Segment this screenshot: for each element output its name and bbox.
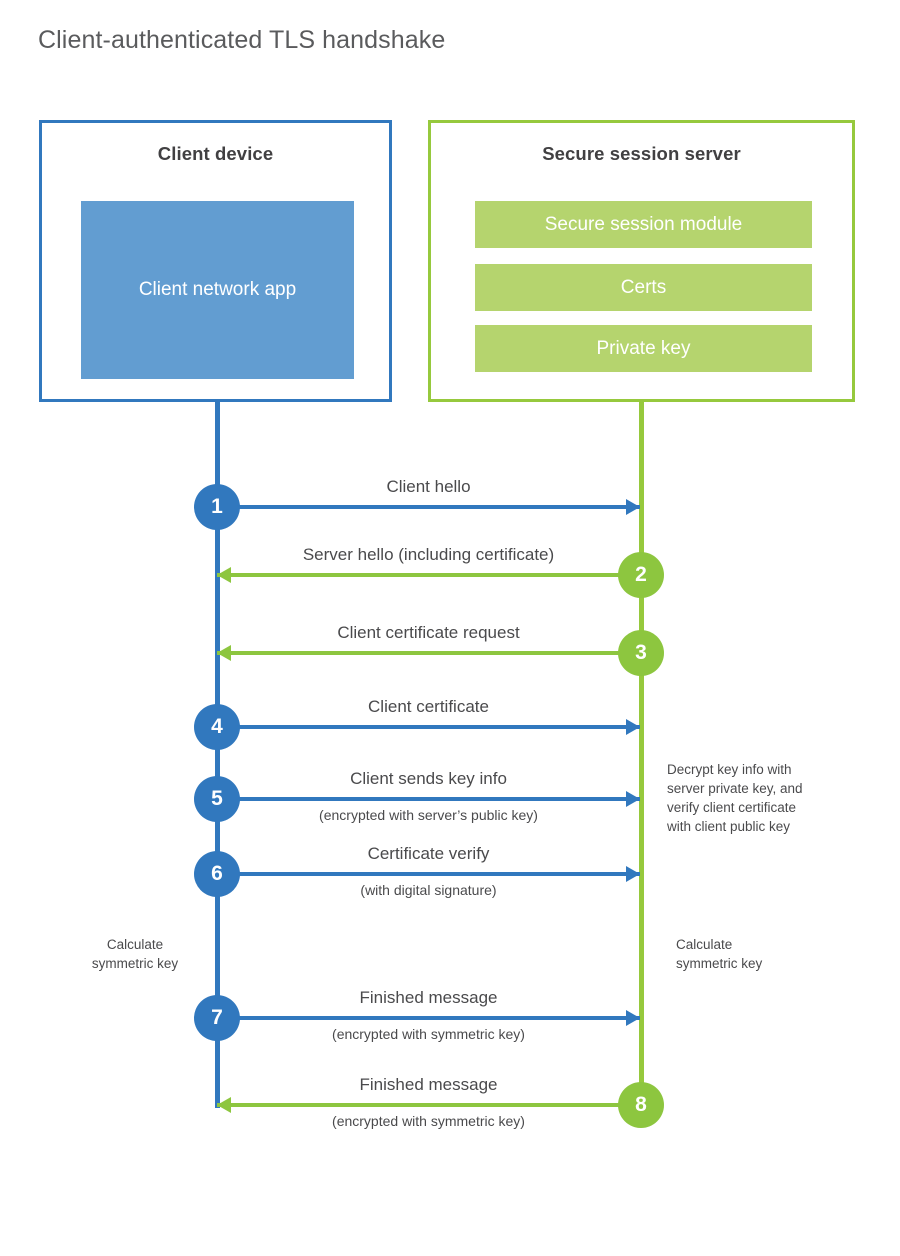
step-badge-5: 5 bbox=[194, 776, 240, 822]
message-label-5: Client sends key info bbox=[350, 769, 507, 788]
arrow-line-3 bbox=[217, 651, 640, 655]
arrow-line-7 bbox=[217, 1016, 640, 1020]
server-component-private-key: Private key bbox=[475, 325, 812, 372]
arrow-line-2 bbox=[217, 573, 640, 577]
step-badge-4: 4 bbox=[194, 704, 240, 750]
message-sublabel-6: (with digital signature) bbox=[360, 882, 497, 898]
message-label-6: Certificate verify bbox=[367, 844, 490, 863]
message-sublabel-5: (encrypted with server’s public key) bbox=[319, 807, 538, 823]
client-device-title: Client device bbox=[157, 143, 274, 164]
client-network-app-block: Client network app bbox=[81, 201, 354, 379]
arrow-head-right-icon-4 bbox=[626, 719, 640, 735]
client-device-box: Client device Client network app bbox=[39, 120, 392, 402]
arrow-head-left-icon-8 bbox=[217, 1097, 231, 1113]
server-component-secure-session-module: Secure session module bbox=[475, 201, 812, 248]
message-label-4: Client certificate bbox=[368, 697, 489, 716]
secure-session-server-title: Secure session server bbox=[542, 143, 741, 164]
arrow-line-4 bbox=[217, 725, 640, 729]
message-label-1: Client hello bbox=[386, 477, 471, 496]
arrow-line-1 bbox=[217, 505, 640, 509]
step-badge-7: 7 bbox=[194, 995, 240, 1041]
step-badge-3: 3 bbox=[618, 630, 664, 676]
note-decrypt-key-info: Decrypt key info with server private key… bbox=[667, 762, 803, 835]
step-badge-8: 8 bbox=[618, 1082, 664, 1128]
message-label-2: Server hello (including certificate) bbox=[302, 545, 555, 564]
message-label-8: Finished message bbox=[359, 1075, 498, 1094]
message-label-7: Finished message bbox=[359, 988, 498, 1007]
arrow-line-8 bbox=[217, 1103, 640, 1107]
note-calculate-symmetric-key-server: Calculate symmetric key bbox=[676, 937, 763, 972]
server-component-certs: Certs bbox=[475, 264, 812, 311]
step-badge-2: 2 bbox=[618, 552, 664, 598]
arrow-head-right-icon-5 bbox=[626, 791, 640, 807]
arrow-line-5 bbox=[217, 797, 640, 801]
arrow-head-right-icon-6 bbox=[626, 866, 640, 882]
arrow-line-6 bbox=[217, 872, 640, 876]
step-badge-1: 1 bbox=[194, 484, 240, 530]
server-lifeline bbox=[639, 400, 644, 1108]
arrow-head-left-icon-2 bbox=[217, 567, 231, 583]
client-lifeline bbox=[215, 400, 220, 1108]
message-sublabel-7: (encrypted with symmetric key) bbox=[332, 1026, 525, 1042]
page-title: Client-authenticated TLS handshake bbox=[38, 26, 446, 54]
arrow-head-left-icon-3 bbox=[217, 645, 231, 661]
message-label-3: Client certificate request bbox=[337, 623, 520, 642]
arrow-head-right-icon-7 bbox=[626, 1010, 640, 1026]
step-badge-6: 6 bbox=[194, 851, 240, 897]
secure-session-server-box: Secure session server Secure session mod… bbox=[428, 120, 855, 402]
message-sublabel-8: (encrypted with symmetric key) bbox=[332, 1113, 525, 1129]
arrow-head-right-icon-1 bbox=[626, 499, 640, 515]
note-calculate-symmetric-key-client: Calculate symmetric key bbox=[91, 937, 179, 972]
